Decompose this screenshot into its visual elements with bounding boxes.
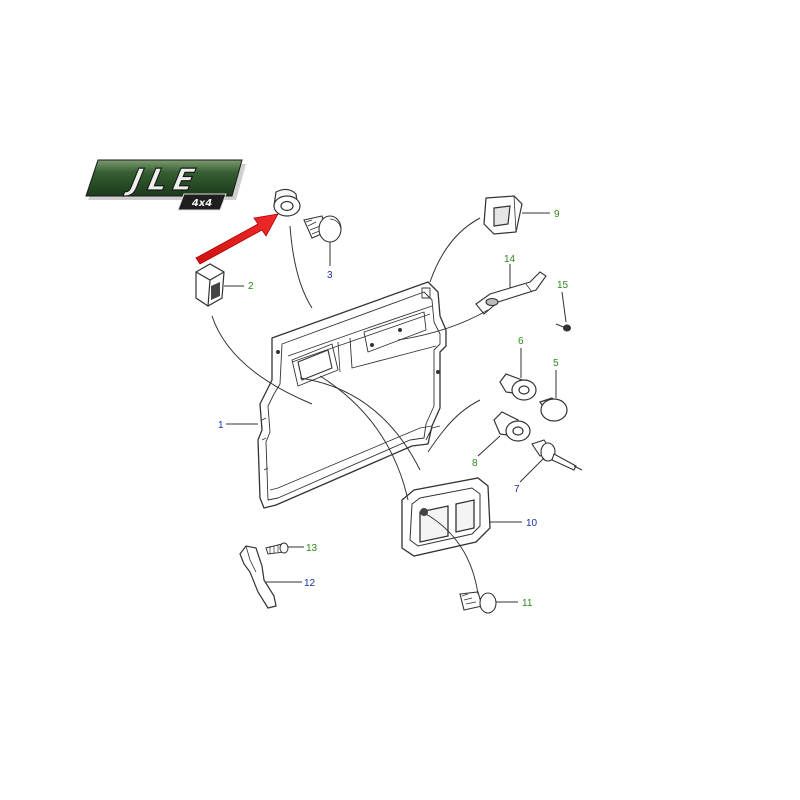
logo-banner <box>85 159 243 197</box>
callout-6: 6 <box>518 336 524 378</box>
part-10-handle-surround <box>401 477 491 557</box>
callout-3: 3 <box>327 242 333 281</box>
trim-fastener-push-clip <box>303 215 342 243</box>
callout-label-1: 1 <box>218 420 224 431</box>
part-12-hook-bracket <box>239 545 277 609</box>
callout-13: 13 <box>288 543 318 554</box>
callout-label-7: 7 <box>514 484 520 495</box>
callout-label-8: 8 <box>472 458 478 469</box>
callout-1: 1 <box>218 420 258 431</box>
callout-label-11: 11 <box>522 598 533 609</box>
trim-clip-grommet <box>273 188 301 217</box>
callout-14: 14 <box>504 254 516 288</box>
logo-brand-text: JLE <box>122 163 204 198</box>
callout-15: 15 <box>557 280 569 323</box>
part-2-clip-block <box>195 263 225 307</box>
callout-5: 5 <box>553 358 559 398</box>
part-9-surround <box>483 195 523 235</box>
callout-label-2: 2 <box>248 281 254 292</box>
callout-label-5: 5 <box>553 358 559 369</box>
callout-7: 7 <box>514 457 545 495</box>
part-6-grommet <box>499 373 537 401</box>
part-7-rivet <box>531 439 583 471</box>
callout-11: 11 <box>496 598 533 609</box>
part-14-strap-bracket <box>475 271 547 315</box>
callout-10: 10 <box>490 518 538 529</box>
callout-label-15: 15 <box>557 280 569 291</box>
callout-label-6: 6 <box>518 336 524 347</box>
callout-label-14: 14 <box>504 254 516 265</box>
brand-logo: JLE 4x4 <box>85 159 246 211</box>
part-8-grommet <box>493 411 531 442</box>
callout-label-10: 10 <box>526 518 538 529</box>
leader-lines <box>211 217 489 595</box>
part-11-screw <box>459 591 497 614</box>
callout-2: 2 <box>224 281 254 292</box>
callout-label-12: 12 <box>304 578 316 589</box>
callout-8: 8 <box>472 435 501 469</box>
callout-9: 9 <box>522 209 560 220</box>
callout-label-9: 9 <box>554 209 560 220</box>
highlight-arrow <box>195 213 279 265</box>
callout-label-13: 13 <box>306 543 318 554</box>
logo-sub-text: 4x4 <box>191 198 212 209</box>
part-15-screw <box>555 323 571 332</box>
part-13-screw <box>265 542 289 555</box>
logo-sub-badge <box>177 193 227 211</box>
callout-12: 12 <box>266 578 316 589</box>
callout-label-3: 3 <box>327 270 333 281</box>
part-5-stud <box>539 397 568 422</box>
